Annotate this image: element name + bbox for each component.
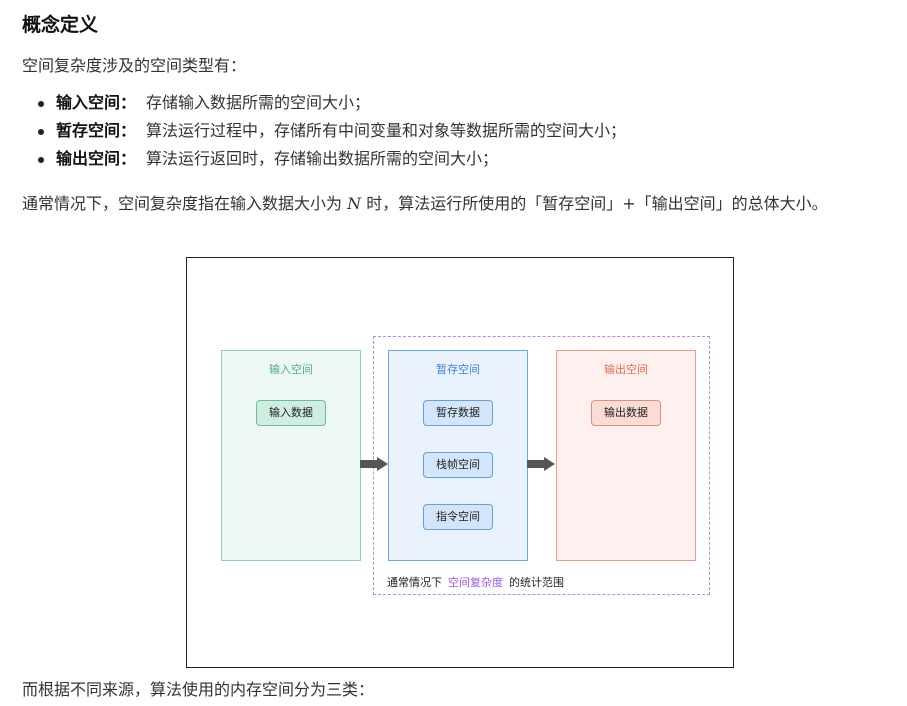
input-data-chip: 输入数据 [256,400,326,426]
item-description: 算法运行过程中，存储所有中间变量和对象等数据所需的空间大小； [146,121,627,140]
intro-text: 空间复杂度涉及的空间类型有： [22,56,247,75]
item-description: 算法运行返回时，存储输出数据所需的空间大小； [146,149,499,168]
definition-variable: N [347,194,362,213]
output-space-title: 输出空间 [604,363,648,376]
definition-text-after: 时，算法运行所使用的「暂存空间」+「输出空间」的总体大小。 [366,194,828,213]
temp-data-chip: 暂存数据 [423,400,493,426]
space-complexity-diagram: 输入空间 输入数据 暂存空间 暂存数据 栈帧空间 指令空间 输出空间 输出数据 … [186,257,734,668]
temp-space-box: 暂存空间 暂存数据 栈帧空间 指令空间 [388,350,528,561]
caption-highlight: 空间复杂度 [448,576,503,589]
space-type-list: 输入空间： 存储输入数据所需的空间大小； 暂存空间： 算法运行过程中，存储所有中间变… [36,89,626,173]
output-data-chip: 输出数据 [591,400,661,426]
caption-text-after: 的统计范围 [509,576,564,589]
definition-paragraph: 通常情况下，空间复杂度指在输入数据大小为 N 时，算法运行所使用的「暂存空间」+… [22,189,902,219]
list-item: 输出空间： 算法运行返回时，存储输出数据所需的空间大小； [36,145,626,173]
stack-frame-chip: 栈帧空间 [423,452,493,478]
input-space-title: 输入空间 [269,363,313,376]
item-term: 输出空间： [56,149,137,168]
item-description: 存储输入数据所需的空间大小； [146,93,371,112]
diagram-caption: 通常情况下空间复杂度的统计范围 [387,574,564,590]
list-item: 输入空间： 存储输入数据所需的空间大小； [36,89,626,117]
item-term: 暂存空间： [56,121,137,140]
temp-space-title: 暂存空间 [436,363,480,376]
list-item: 暂存空间： 算法运行过程中，存储所有中间变量和对象等数据所需的空间大小； [36,117,626,145]
output-space-box: 输出空间 输出数据 [556,350,696,561]
definition-text-before: 通常情况下，空间复杂度指在输入数据大小为 [22,194,343,213]
section-heading: 概念定义 [22,14,99,36]
instruction-space-chip: 指令空间 [423,504,493,530]
input-space-box: 输入空间 输入数据 [221,350,361,561]
arrow-right-icon [360,457,388,471]
closing-text: 而根据不同来源，算法使用的内存空间分为三类： [22,680,375,699]
arrow-right-icon [527,457,555,471]
caption-text-before: 通常情况下 [387,576,442,589]
item-term: 输入空间： [56,93,137,112]
